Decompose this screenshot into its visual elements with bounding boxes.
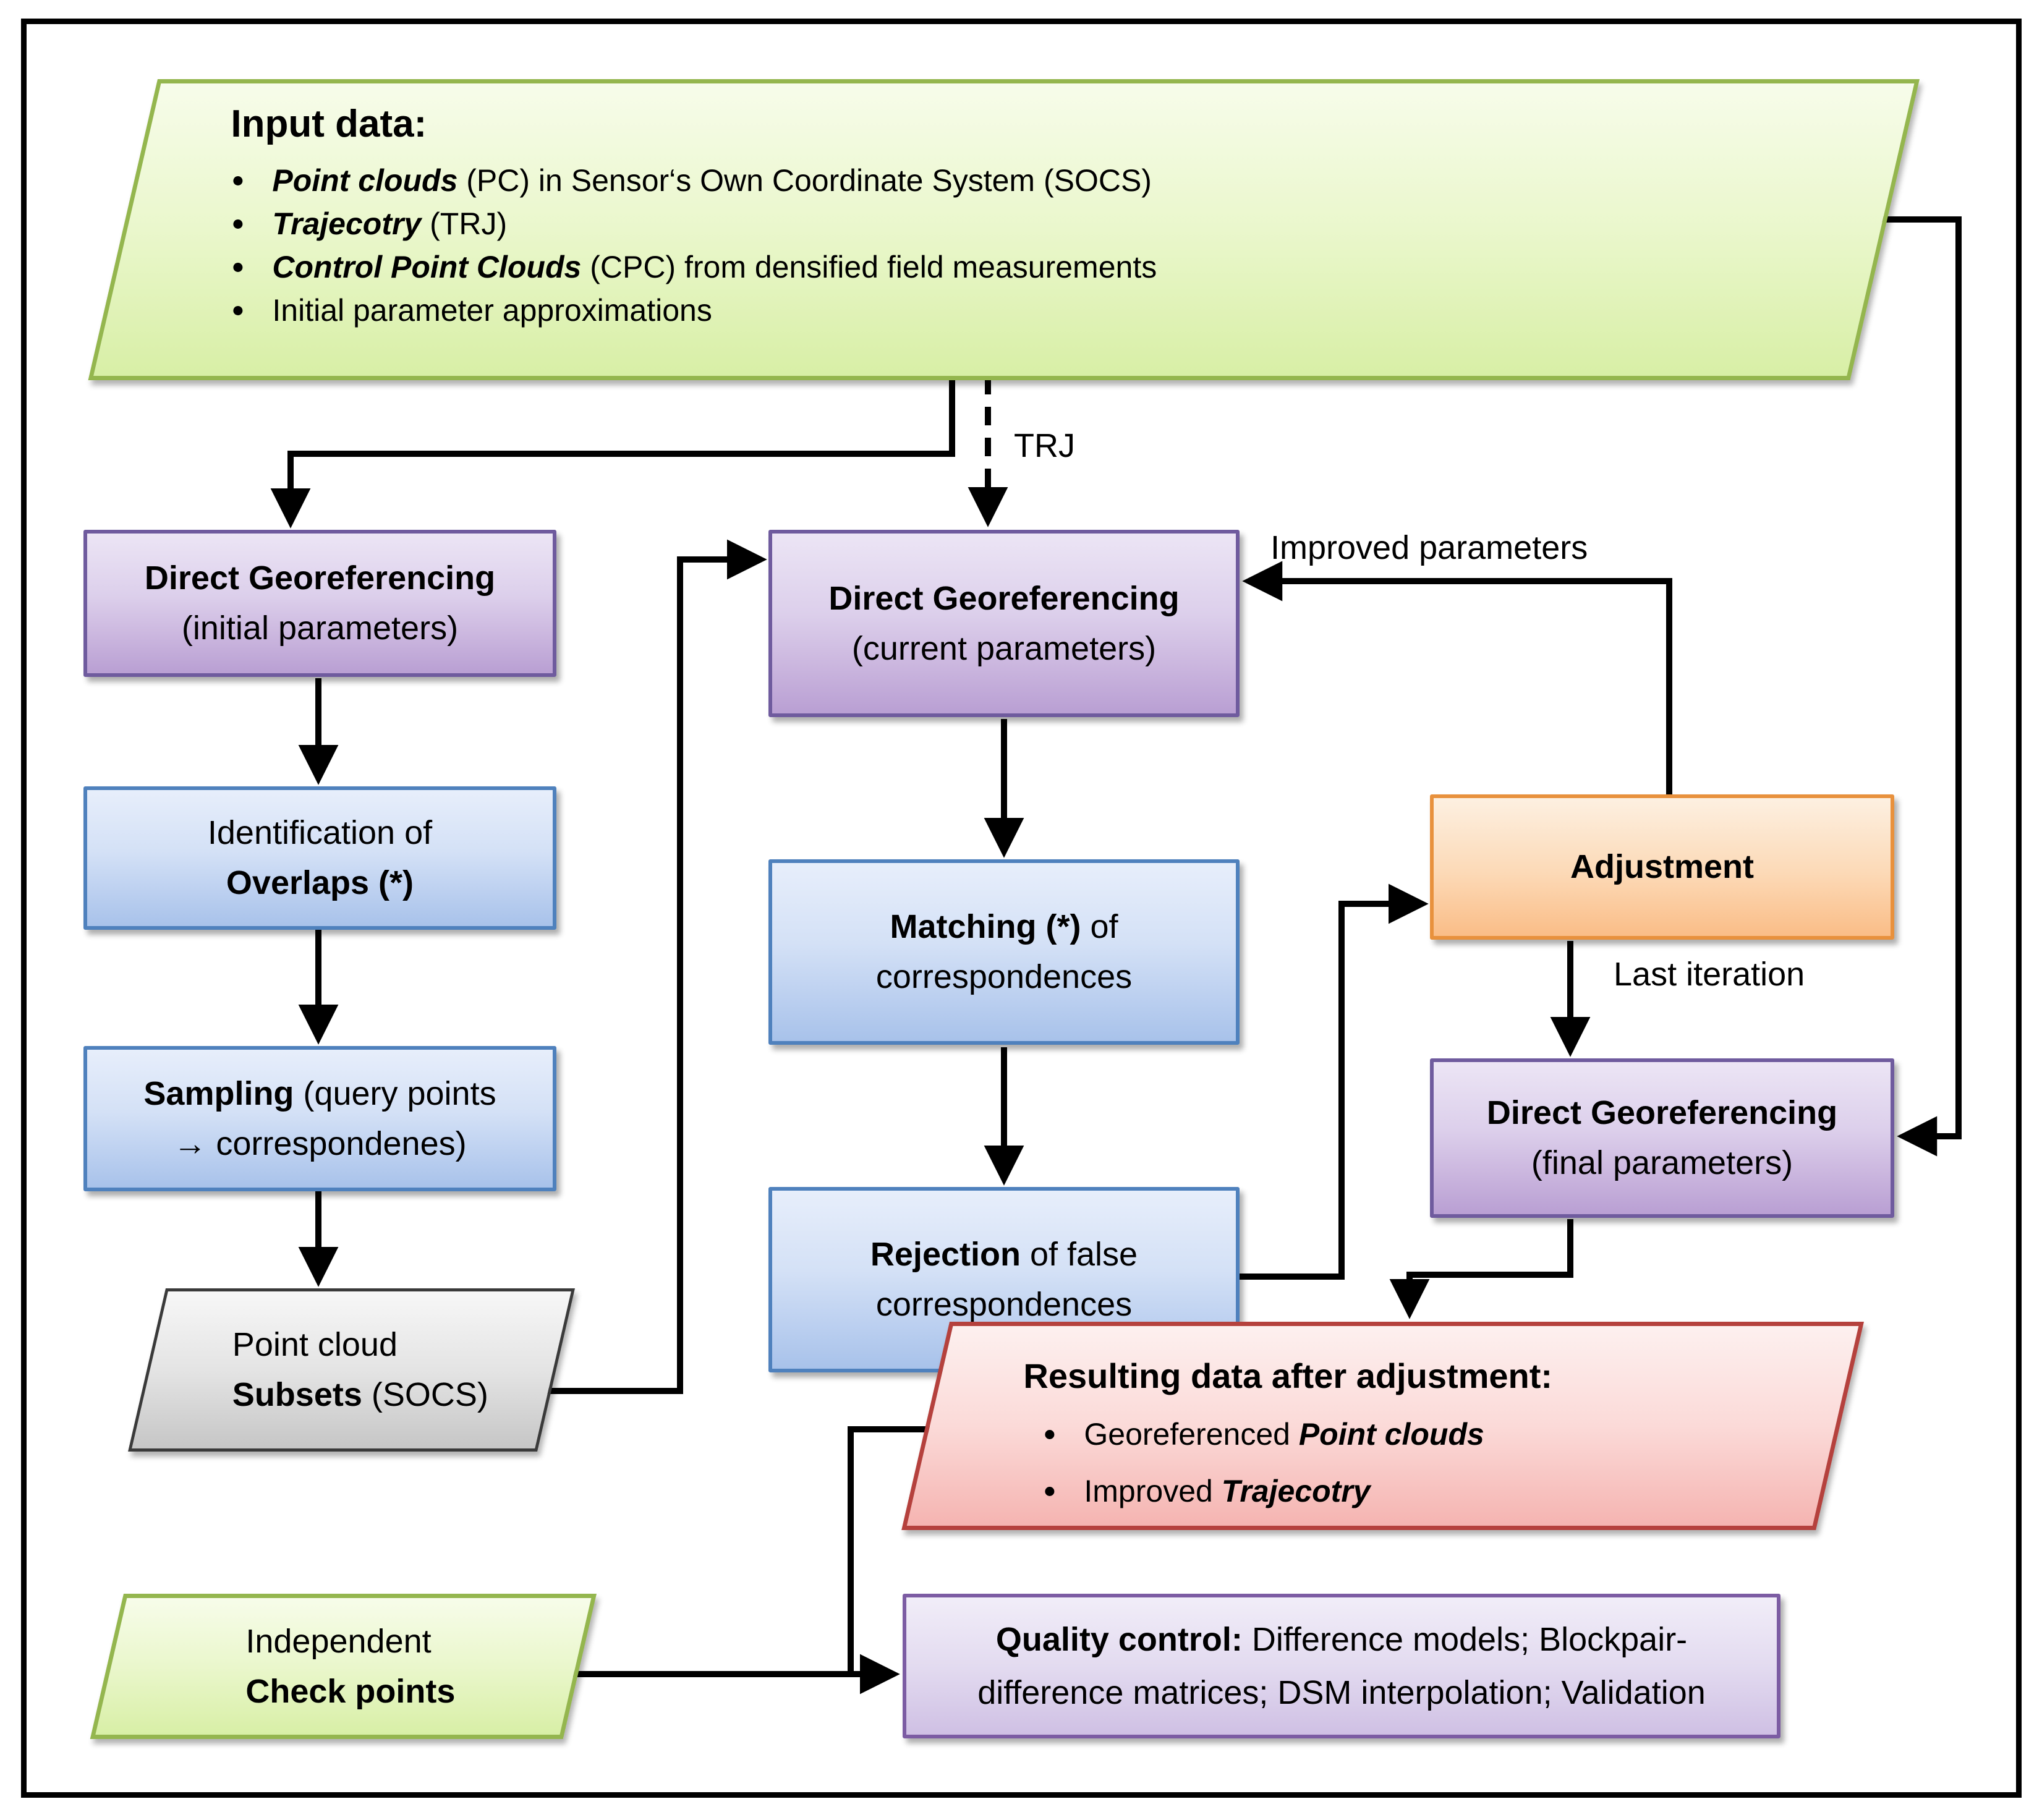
box-subtitle: (final parameters) [1531, 1144, 1793, 1181]
bullet-text: (PC) in Sensor‘s Own Coordinate System (… [457, 163, 1152, 198]
box-title: Point cloud [232, 1326, 398, 1363]
box-subtitle: (current parameters) [851, 629, 1157, 667]
box-subtitle: correspondences [875, 1286, 1133, 1323]
box-title: Matching (*) [890, 908, 1081, 945]
box-subtitle: Overlaps (*) [226, 864, 414, 901]
box-sampling: Sampling (query points → correspondenes) [83, 1046, 556, 1191]
list-item: Control Point Clouds (CPC) from densifie… [233, 249, 1157, 285]
resulting-title: Resulting data after adjustment: [1023, 1356, 1553, 1395]
arrow-dg-final-to-resulting [1389, 1219, 1573, 1319]
box-subtitle: Check points [245, 1672, 456, 1710]
box-title: Rejection [870, 1236, 1021, 1273]
box-title-rest: of [1081, 908, 1118, 945]
list-item: Trajecotry (TRJ) [233, 206, 507, 242]
bullet-em: Trajecotry [272, 206, 422, 241]
box-subtitle-bold: Subsets [232, 1376, 362, 1413]
arrow-input-to-dg-initial [270, 376, 955, 529]
box-title-rest: Difference models; Blockpair- [1242, 1621, 1688, 1658]
bullet-icon [233, 262, 243, 272]
bullet-text: Georeferenced [1084, 1417, 1299, 1452]
box-title: Adjustment [1570, 848, 1754, 885]
input-data-content: Input data: Point clouds (PC) in Sensor‘… [161, 83, 1914, 376]
list-item: Georeferenced Point clouds [1045, 1416, 1484, 1452]
box-title: Identification of [207, 814, 433, 851]
input-data-title: Input data: [231, 103, 427, 145]
line-resulting-to-quality [848, 1426, 934, 1677]
box-matching-of-correspondences: Matching (*) of correspondences [768, 859, 1240, 1045]
resulting-data-content: Resulting data after adjustment: Georefe… [953, 1326, 1858, 1526]
box-subtitle: difference matrices; DSM interpolation; … [977, 1674, 1706, 1711]
box-direct-georeferencing-final: Direct Georeferencing (final parameters) [1430, 1058, 1894, 1218]
bullet-icon [233, 176, 243, 185]
bullet-text: Initial parameter approximations [272, 293, 712, 328]
bullet-icon [233, 219, 243, 229]
bullet-em: Trajecotry [1221, 1474, 1371, 1508]
box-adjustment: Adjustment [1430, 794, 1894, 940]
box-subtitle: → correspondenes) [173, 1125, 467, 1162]
box-subtitle: correspondences [875, 958, 1133, 995]
arrow-input-to-dg-final-right [1867, 216, 1962, 1157]
box-title: Sampling [143, 1074, 294, 1112]
box-quality-control: Quality control: Difference models; Bloc… [903, 1594, 1780, 1738]
resulting-data-parallelogram: Resulting data after adjustment: Georefe… [901, 1322, 1864, 1530]
box-identification-of-overlaps: Identification of Overlaps (*) [83, 786, 556, 930]
bullet-em: Control Point Clouds [272, 250, 582, 284]
box-title: Independent [245, 1622, 432, 1660]
arrow-improved-parameters [1242, 561, 1672, 796]
bullet-icon [1045, 1429, 1055, 1439]
input-data-parallelogram: Input data: Point clouds (PC) in Sensor‘… [88, 79, 1920, 380]
box-subtitle-rest: (SOCS) [362, 1376, 488, 1413]
bullet-icon [1045, 1486, 1055, 1496]
bullet-text: (CPC) from densified field measurements [581, 250, 1157, 284]
box-title: Direct Georeferencing [144, 559, 496, 597]
box-title: Direct Georeferencing [828, 579, 1180, 617]
list-item: Improved Trajecotry [1045, 1473, 1371, 1509]
box-subtitle: (initial parameters) [181, 610, 459, 647]
improved-parameters-label: Improved parameters [1270, 529, 1588, 566]
list-item: Initial parameter approximations [233, 292, 712, 328]
arrow-rejection-to-adjustment [1240, 883, 1429, 1280]
bullet-em: Point clouds [272, 163, 458, 198]
box-direct-georeferencing-current: Direct Georeferencing (current parameters… [768, 530, 1240, 717]
box-direct-georeferencing-initial: Direct Georeferencing (initial parameters… [83, 530, 556, 677]
box-title: Quality control: [995, 1621, 1243, 1658]
last-iteration-label: Last iteration [1614, 956, 1805, 993]
bullet-icon [233, 305, 243, 315]
box-title-rest: (query points [294, 1074, 496, 1112]
box-title: Direct Georeferencing [1486, 1094, 1838, 1131]
arrow-subsets-to-dg-current [544, 539, 767, 1394]
diagram-border [21, 19, 2022, 1798]
list-item: Point clouds (PC) in Sensor‘s Own Coordi… [233, 163, 1152, 198]
trj-edge-label: TRJ [1014, 427, 1075, 464]
bullet-text: Improved [1084, 1474, 1222, 1508]
bullet-em: Point clouds [1298, 1417, 1484, 1452]
bullet-text: (TRJ) [421, 206, 508, 241]
box-title-rest: of false [1020, 1236, 1138, 1273]
